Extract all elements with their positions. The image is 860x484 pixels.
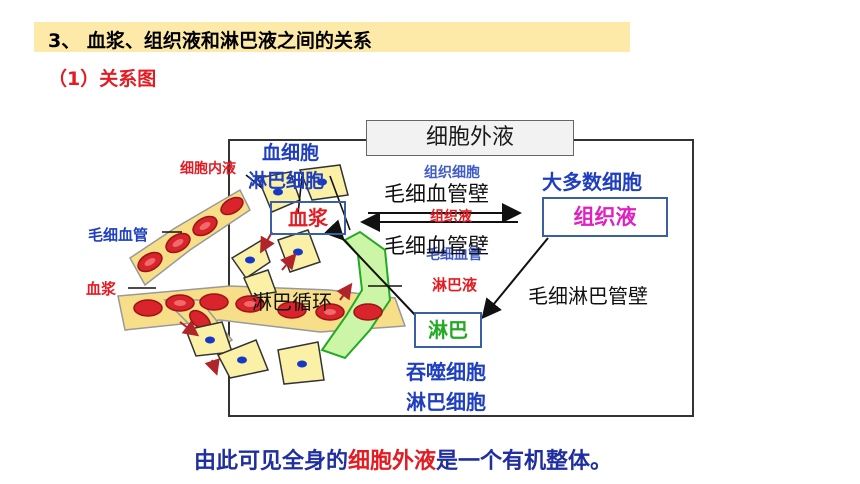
label-plasma: 血浆 [86,280,117,298]
rbc-highlights [144,222,336,315]
label-tissue-fluid-overlay: 组织液 [430,209,472,225]
label-capillary-overlay: 毛细血管 [426,247,482,263]
label-blood-cells: 血细胞 [262,142,320,164]
label-lymph-capillary-wall: 毛细淋巴管壁 [528,284,648,308]
lymph-vessel [320,230,392,360]
label-capillary-wall-bottom: 毛细血管壁 [384,234,489,258]
red-blood-cells [133,196,383,331]
tissue-fluid-box: 组织液 [542,197,668,237]
plasma-box: 血浆 [270,201,346,235]
flow-arrows [179,231,353,376]
cell-nuclei [205,178,327,368]
label-phagocytes: 吞噬细胞 [406,360,486,384]
title-bar [34,22,630,52]
subsection-title: （1）关系图 [48,68,157,90]
label-tissue-cells: 组织细胞 [424,165,480,181]
label-most-cells: 大多数细胞 [542,170,642,194]
conclusion-part3: 是一个有机整体。 [436,449,613,474]
relationship-arrows [323,203,549,320]
label-lymph-fluid: 淋巴液 [432,276,478,294]
leader-lines [128,174,402,289]
label-lymphocytes: 淋巴细胞 [406,390,486,414]
label-capillary: 毛细血管 [88,226,149,244]
lymph-box: 淋巴 [414,312,482,348]
label-intracellular-fluid: 细胞内液 [180,161,236,177]
label-capillary-wall-top: 毛细血管壁 [384,182,489,206]
conclusion-highlight: 细胞外液 [348,449,437,474]
conclusion-sentence: 由此可见全身的细胞外液是一个有机整体。 [194,443,612,475]
extracellular-fluid-label: 细胞外液 [366,120,574,156]
section-title: 3、 血浆、组织液和淋巴液之间的关系 [48,30,372,52]
label-lymphocytes-top: 淋巴细胞 [248,170,325,192]
conclusion-part1: 由此可见全身的 [194,449,349,474]
label-lymph-circulation: 淋巴循环 [252,290,332,314]
